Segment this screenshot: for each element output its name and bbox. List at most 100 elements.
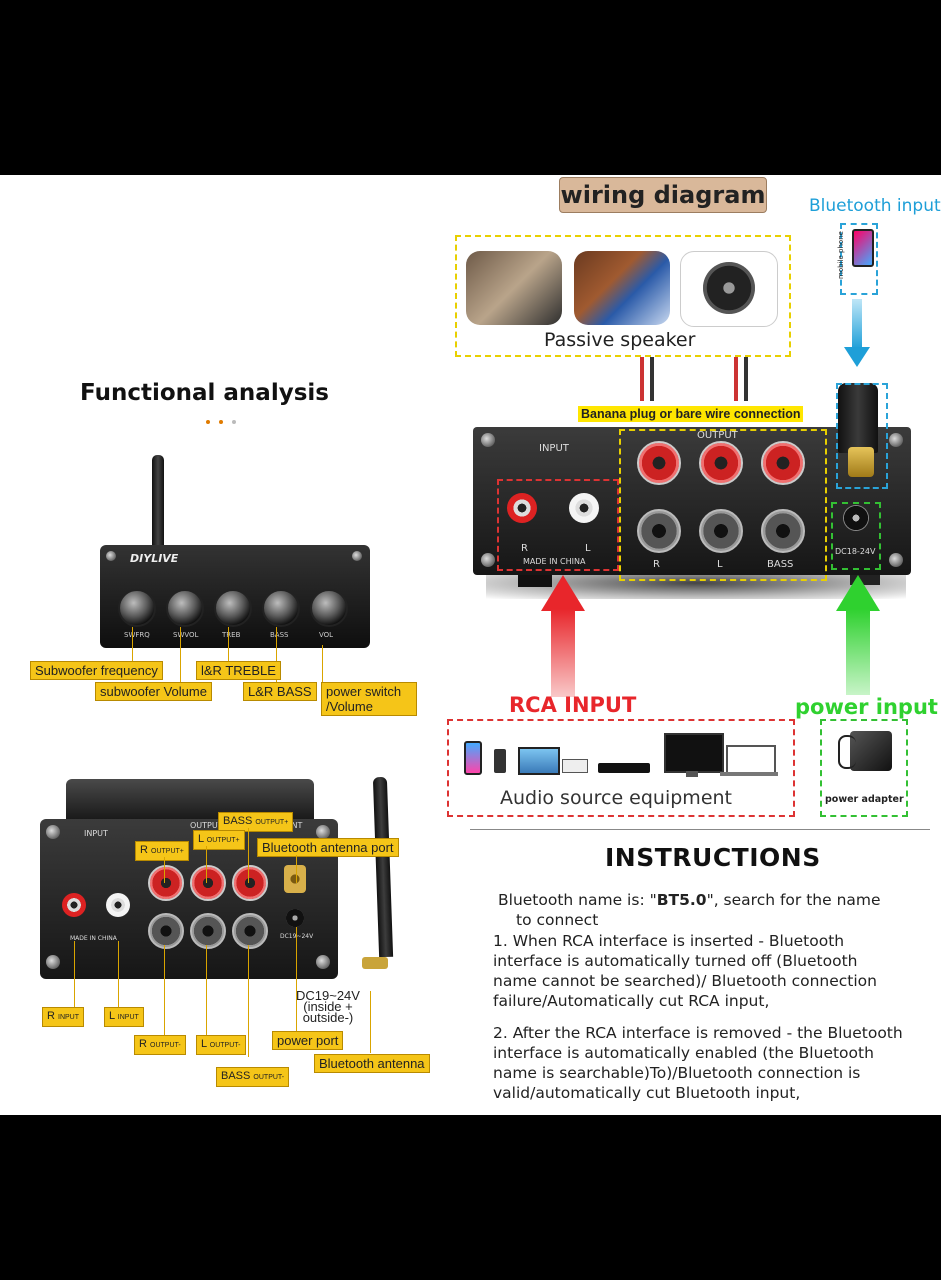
tag-power-volume: power switch /Volume [321,682,417,716]
wiring-antenna-connector [848,447,874,477]
instructions-title: INSTRUCTIONS [605,843,821,872]
passive-speaker-box [455,235,791,357]
laptop-base [720,772,778,776]
panel-post-bass-plus[interactable] [761,441,805,485]
screw-icon [481,553,495,567]
speaker-wire [734,357,738,401]
knob-label: SWVOL [173,631,199,639]
panel-l-input-label: L [585,543,591,554]
screw-icon [889,433,903,447]
l-output-minus-post[interactable] [190,913,226,949]
mp3-player-icon [494,749,506,773]
tag-bass: L&R BASS [243,682,317,701]
knob-bass[interactable] [262,589,300,627]
speaker-wire [640,357,644,401]
tag-power-port: power port [272,1031,344,1050]
power-adapter-box [820,719,908,817]
power-input-label: power input [795,695,938,719]
tag-bluetooth-antenna-port: Bluetooth antenna port [257,838,399,857]
phone-label: mobile phone [836,231,845,279]
wiring-title: wiring diagram [559,177,767,213]
panel-post-r-minus[interactable] [637,509,681,553]
dc-note: DC19~24V (inside + outside-) [296,988,360,1025]
knob-subwoofer-volume[interactable] [166,589,204,627]
power-adapter-label: power adapter [825,794,904,805]
bt-name-line2: to connect [516,911,599,929]
arrow-head [844,347,870,367]
antenna-port[interactable] [284,865,306,893]
bt-name: BT5.0 [656,891,707,909]
panel-post-bass-minus[interactable] [761,509,805,553]
banana-plug-label: Banana plug or bare wire connection [578,406,804,422]
knob-label: TREB [222,631,241,639]
bluetooth-arrow [852,299,862,349]
passive-speaker-label: Passive speaker [544,329,696,351]
panel-post-r-plus[interactable] [637,441,681,485]
mobile-phone-icon [852,229,874,267]
router-icon [562,759,588,773]
title-dots [206,420,240,426]
r-output-plus-post[interactable] [148,865,184,901]
bass-output-minus-post[interactable] [232,913,268,949]
brand-logo: DIYLIVE [130,552,179,565]
speaker-photo-1 [466,251,562,325]
screw-icon [46,825,60,839]
power-arrow-head [836,575,880,611]
rca-input-label: RCA INPUT [509,693,637,717]
tag-subwoofer-volume: subwoofer Volume [95,682,212,701]
panel-post-l-plus[interactable] [699,441,743,485]
product-image: Functional analysis DIYLIVE SWFRQ SWVOL … [0,175,941,1115]
antenna-highlight [836,383,888,489]
player-box-icon [598,763,650,773]
speaker-photo-3 [680,251,778,327]
tag-l-output-minus: L OUTPUT- [196,1035,246,1055]
speaker-photo-2 [574,251,670,325]
screw-icon [352,551,362,561]
screw-icon [889,553,903,567]
knob-label: BASS [270,631,289,639]
bluetooth-input-label: Bluetooth input [809,196,941,216]
bt-name-line: Bluetooth name is: "BT5.0", search for t… [498,891,881,909]
phone-device-icon [464,741,482,775]
output-label: OUTPUT [190,821,223,830]
bass-output-plus-post[interactable] [232,865,268,901]
instruction-item-1: 1. When RCA interface is inserted - Blue… [493,932,877,1010]
rca-l-jack[interactable] [106,893,130,917]
output-highlight [619,429,827,581]
knob-treble[interactable] [214,589,252,627]
monitor-icon [664,733,724,773]
rca-highlight [497,479,619,571]
knob-subwoofer-frequency[interactable] [118,589,156,627]
power-arrow-shaft [846,609,870,695]
antenna-connector [362,957,388,969]
panel-output-label: OUTPUT [697,430,738,441]
screw-icon [46,955,60,969]
dc-power-jack[interactable] [286,909,304,927]
panel-r-output-label: R [653,559,660,570]
screw-icon [106,551,116,561]
knob-label: SWFRQ [124,631,150,639]
tag-l-input: L INPUT [104,1007,144,1027]
laptop-icon [726,745,776,775]
panel-input-label: INPUT [539,443,569,454]
audio-source-label: Audio source equipment [500,787,732,809]
front-antenna [152,455,164,547]
panel-rca-r[interactable] [507,493,537,523]
r-output-minus-post[interactable] [148,913,184,949]
audio-source-box [447,719,795,817]
panel-l-output-label: L [717,559,723,570]
functional-title: Functional analysis [80,380,329,406]
dc-highlight [831,502,881,570]
tag-r-input: R INPUT [42,1007,85,1027]
rca-r-jack[interactable] [62,893,86,917]
panel-rca-l[interactable] [569,493,599,523]
rca-arrow-head [541,575,585,611]
power-adapter-icon [850,731,892,771]
panel-post-l-minus[interactable] [699,509,743,553]
knob-volume[interactable] [310,589,348,627]
l-output-plus-post[interactable] [190,865,226,901]
tag-subwoofer-frequency: Subwoofer frequency [30,661,163,680]
speaker-wire [650,357,654,401]
panel-bass-label: BASS [767,559,794,570]
panel-dc-jack[interactable] [843,505,869,531]
